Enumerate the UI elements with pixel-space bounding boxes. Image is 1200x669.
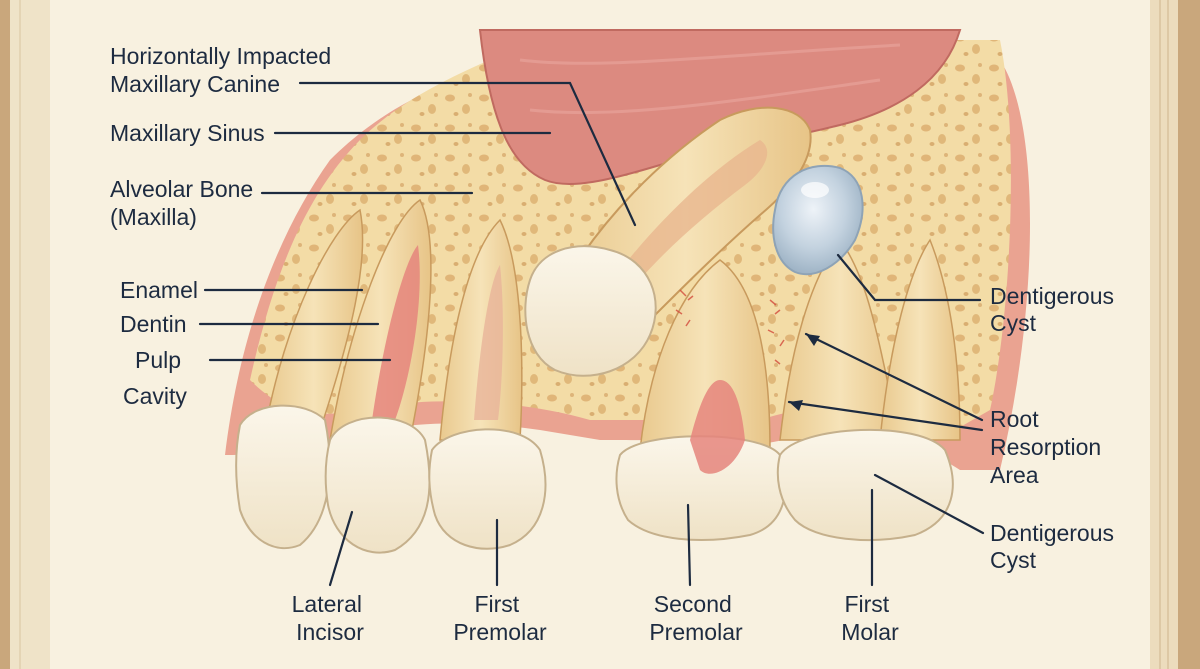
leader-lateral-incisor — [328, 510, 354, 587]
label-enamel: Enamel — [120, 277, 198, 303]
label-dentin: Dentin — [120, 311, 186, 337]
leader-cyst-upper — [836, 253, 982, 302]
leader-cyst-lower — [873, 473, 985, 535]
label-pulp: Pulp Cavity — [123, 347, 187, 409]
lateral-incisor-crown — [324, 416, 431, 554]
central-incisor-crown — [235, 404, 331, 550]
dentigerous-cyst — [772, 164, 864, 276]
arrow-head-2 — [789, 400, 803, 411]
labels: Horizontally Impacted Maxillary Canine M… — [110, 43, 1120, 645]
crowns — [235, 380, 954, 554]
label-alveolar: Alveolar Bone (Maxilla) — [110, 176, 260, 230]
label-first-premolar: First Premolar — [453, 591, 547, 645]
label-canine: Horizontally Impacted Maxillary Canine — [110, 43, 338, 97]
first-molar-crown — [776, 428, 954, 541]
leader-canine — [298, 81, 637, 227]
resorption-marks — [675, 289, 785, 365]
leader-second-premolar — [686, 503, 692, 587]
first-premolar-crown — [428, 428, 547, 550]
impacted-canine — [524, 106, 812, 377]
label-sinus: Maxillary Sinus — [110, 120, 265, 146]
label-cyst-upper: Dentigerous Cyst — [990, 283, 1120, 336]
arrow-head-1 — [806, 334, 820, 346]
leader-lines — [198, 81, 985, 587]
label-lateral-incisor: Lateral Incisor — [292, 591, 369, 645]
roots — [264, 198, 961, 451]
leader-resorption-1 — [804, 332, 984, 422]
leader-resorption-2 — [787, 400, 984, 432]
label-resorption: Root Resorption Area — [990, 406, 1108, 488]
label-second-premolar: Second Premolar — [649, 591, 743, 645]
label-first-molar: First Molar — [841, 591, 899, 645]
first-premolar-root — [439, 218, 523, 441]
label-cyst-lower: Dentigerous Cyst — [990, 520, 1120, 573]
